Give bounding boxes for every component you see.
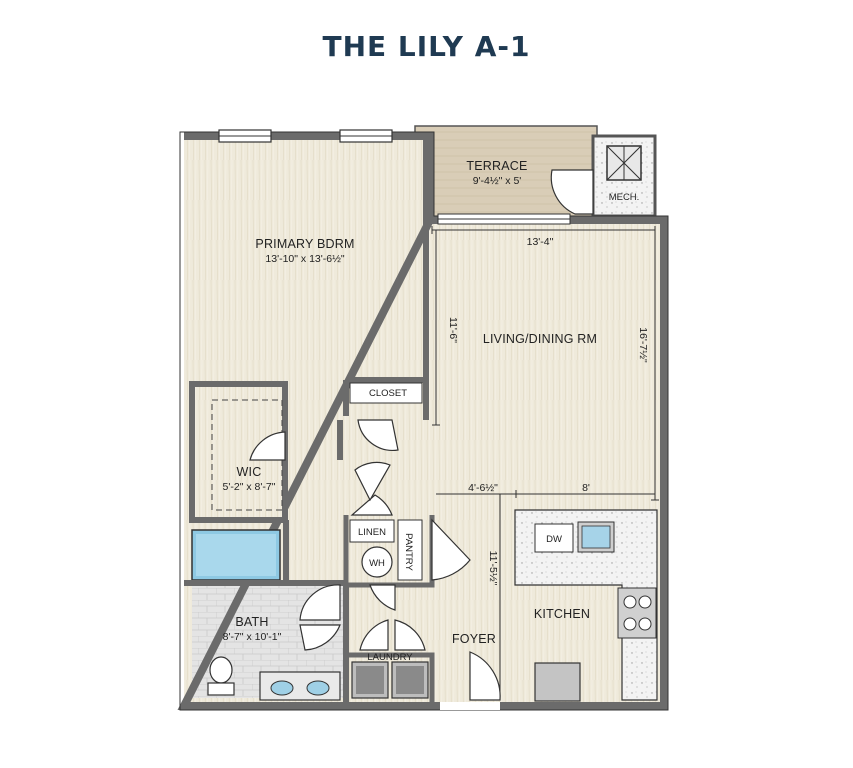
kitchen-label: KITCHEN — [534, 607, 590, 621]
dishwasher-label: DW — [546, 534, 562, 545]
terrace-label: TERRACE — [466, 159, 527, 173]
dishwasher — [534, 523, 574, 553]
water-heater — [361, 546, 393, 578]
living-dining-label: LIVING/DINING RM — [483, 332, 597, 346]
closet-label: CLOSET — [369, 388, 407, 399]
linen-label: LINEN — [358, 527, 386, 538]
wic-dims: 5'-2" x 8'-7" — [223, 481, 276, 493]
cooktop — [617, 587, 657, 639]
living-depth-left-dim: 11'-6" — [447, 317, 459, 343]
linen-closet — [349, 519, 395, 543]
primary-bedroom-label: PRIMARY BDRM — [255, 237, 354, 251]
refrigerator — [534, 662, 581, 702]
kitchen-counter — [514, 509, 658, 701]
segment-left-dim: 4'-6½" — [468, 482, 498, 494]
toilet — [209, 656, 233, 684]
bath-label: BATH — [235, 615, 268, 629]
foyer-label: FOYER — [452, 632, 496, 646]
bath-dims: 8'-7" x 10'-1" — [223, 631, 282, 643]
primary-bedroom-dims: 13'-10" x 13'-6½" — [265, 253, 344, 265]
terrace-dims: 9'-4½" x 5' — [473, 175, 522, 187]
interior-walls — [337, 136, 429, 460]
segment-right-dim: 8' — [582, 482, 590, 494]
mech-label: MECH. — [609, 192, 640, 203]
pantry — [397, 519, 423, 581]
wic-label: WIC — [237, 465, 262, 479]
dimension-lines — [431, 226, 659, 700]
kitchen-depth-dim: 11'-5½" — [487, 551, 499, 586]
water-heater-label: WH — [369, 558, 385, 569]
living-depth-right-dim: 16'-7½" — [637, 327, 649, 363]
closet — [349, 382, 423, 404]
plan-title: THE LILY A-1 — [322, 30, 531, 63]
pantry-label: PANTRY — [403, 533, 414, 571]
laundry-label: LAUNDRY — [367, 652, 413, 663]
living-width-dim: 13'-4" — [527, 236, 554, 248]
